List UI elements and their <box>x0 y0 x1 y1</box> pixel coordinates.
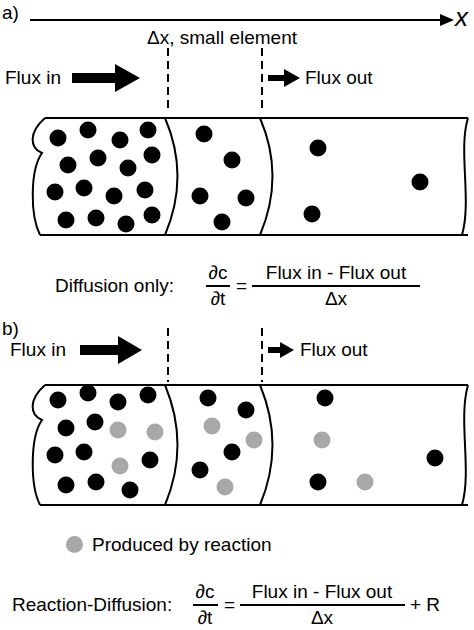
product-molecule <box>204 418 221 435</box>
molecule <box>47 184 64 201</box>
molecule <box>304 206 321 223</box>
molecule <box>144 207 161 224</box>
tube-end <box>462 385 468 505</box>
molecule <box>47 447 64 464</box>
molecule <box>140 387 157 404</box>
tube-end <box>462 118 468 235</box>
molecule <box>214 214 231 231</box>
molecule <box>196 126 213 143</box>
tube-end <box>33 118 45 235</box>
panel-label: b) <box>2 318 19 340</box>
molecule <box>140 122 157 139</box>
tube-section <box>260 385 273 505</box>
axis-line <box>30 19 442 21</box>
molecule <box>80 385 97 402</box>
product-molecule <box>357 474 374 491</box>
product-molecule <box>110 422 127 439</box>
molecule <box>58 420 75 437</box>
molecule <box>317 390 334 407</box>
equation-term: ∂t <box>211 288 226 310</box>
molecule <box>88 474 105 491</box>
product-molecule <box>217 479 234 496</box>
product-molecule <box>246 432 263 449</box>
molecule <box>142 452 159 469</box>
axis-arrowhead <box>440 14 454 26</box>
molecule <box>50 392 67 409</box>
equation-term: Flux in - Flux out <box>266 262 406 284</box>
equation-term: Flux in - Flux out <box>252 581 392 603</box>
molecule <box>192 462 209 479</box>
product-molecule <box>147 424 164 441</box>
equation-label: Reaction-Diffusion: <box>12 594 172 616</box>
flux-in-arrow <box>72 64 140 92</box>
molecule <box>224 152 241 169</box>
molecule <box>88 210 105 227</box>
element-boundary <box>167 328 169 382</box>
molecule <box>412 174 429 191</box>
molecule <box>238 402 255 419</box>
molecule <box>118 216 135 233</box>
molecule <box>200 390 217 407</box>
element-boundary <box>261 328 263 382</box>
molecule <box>238 190 255 207</box>
tube-section <box>165 385 178 505</box>
product-molecule <box>112 458 129 475</box>
legend-swatch <box>66 536 83 553</box>
molecule <box>427 450 444 467</box>
tube-wall <box>40 118 468 235</box>
molecule <box>58 212 75 229</box>
equation-term: ∂t <box>198 607 213 629</box>
equation-term: ∂c <box>196 581 215 603</box>
molecule <box>90 150 107 167</box>
molecule <box>120 160 137 177</box>
molecule <box>60 157 77 174</box>
fraction-bar <box>252 285 420 287</box>
axis-label: x <box>455 2 468 32</box>
molecule <box>112 132 129 149</box>
molecule <box>144 147 161 164</box>
molecule <box>110 394 127 411</box>
molecule <box>122 482 139 499</box>
fraction-bar <box>240 604 405 606</box>
tube-section <box>260 118 273 235</box>
equation-label: Diffusion only: <box>55 275 174 297</box>
fraction-bar <box>206 285 230 287</box>
legend-text: Produced by reaction <box>92 534 272 556</box>
flux-out-arrow <box>268 342 294 358</box>
element-boundary <box>261 48 263 112</box>
molecule <box>58 477 75 494</box>
equation-sign: = <box>236 275 247 297</box>
equation-term: ∂c <box>209 262 228 284</box>
molecule <box>137 182 154 199</box>
flux-label: Flux in <box>10 339 66 361</box>
molecule <box>310 474 327 491</box>
product-molecule <box>314 432 331 449</box>
molecule <box>50 130 67 147</box>
tube-wall <box>40 385 468 505</box>
fraction-bar <box>193 604 218 606</box>
flux-in-arrow <box>80 336 142 364</box>
element-boundary <box>167 48 169 112</box>
flux-out-arrow <box>268 69 300 87</box>
equation-term: Δx <box>311 607 333 629</box>
element-label: Δx, small element <box>147 27 297 49</box>
molecule <box>310 140 327 157</box>
tube-section <box>165 118 178 235</box>
molecule <box>80 122 97 139</box>
equation-term: + R <box>410 594 440 616</box>
molecule <box>224 444 241 461</box>
flux-label: Flux out <box>300 339 368 361</box>
flux-label: Flux out <box>305 67 373 89</box>
molecule <box>76 180 93 197</box>
molecule <box>106 188 123 205</box>
molecule <box>76 444 93 461</box>
molecule <box>192 188 209 205</box>
flux-label: Flux in <box>5 67 61 89</box>
panel-label: a) <box>2 2 19 24</box>
molecule <box>87 414 104 431</box>
equation-term: Δx <box>325 288 347 310</box>
tube-end <box>33 385 45 505</box>
equation-sign: = <box>224 594 235 616</box>
